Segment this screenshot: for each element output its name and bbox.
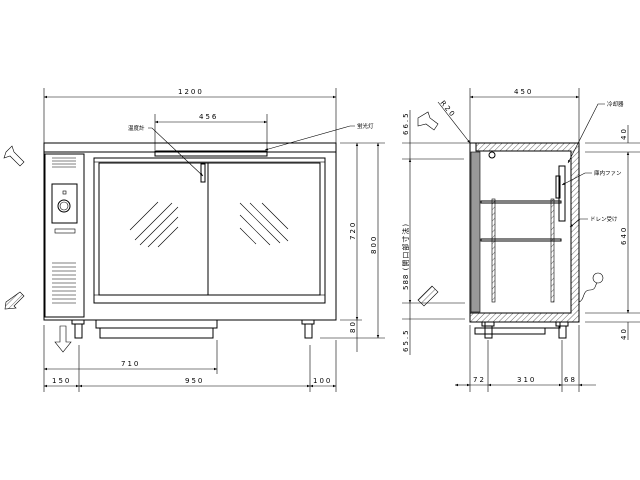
insulated-wall (469, 142, 580, 323)
adjustable-foot (71, 319, 85, 339)
dim-corner-radius: R20 (438, 99, 457, 119)
sliding-door-left (98, 162, 209, 296)
interior-fan (555, 175, 561, 199)
dim-left-offset: 150 (52, 377, 71, 385)
air-exhaust-arrow-icon (417, 285, 439, 307)
drain-arrow-icon (54, 325, 72, 353)
dim-lamp-width: 456 (199, 113, 218, 121)
front-view: 1200 456 温度計 蛍光灯 720 800 80 710 150 950 … (3, 88, 385, 392)
dim-bottom-offset: 65.5 (402, 328, 410, 352)
side-view: 450 R20 冷却器 庫内ファン ドレン受け 66.5 588 (開口部寸法)… (401, 88, 640, 392)
door-glass-section (470, 151, 481, 313)
control-panel (44, 153, 85, 318)
temperature-dial (57, 199, 71, 213)
fluorescent-lamp (154, 150, 268, 157)
shelf (480, 238, 562, 242)
dim-left-to-drain: 710 (121, 360, 140, 368)
evaporator (558, 165, 566, 222)
dim-opening-height: 588 (開口部寸法) (401, 223, 410, 290)
label-fluorescent-lamp: 蛍光灯 (357, 122, 374, 130)
dim-bottom-thickness: 40 (620, 327, 628, 340)
label-interior-fan: 庫内ファン (594, 169, 622, 177)
dim-leg-span: 950 (185, 377, 204, 385)
label-drain-pan: ドレン受け (590, 215, 618, 223)
label-evaporator: 冷却器 (607, 100, 624, 108)
shelf (480, 200, 562, 204)
adjustable-foot (481, 321, 495, 339)
adjustable-foot (555, 321, 569, 339)
air-intake-arrow-icon (3, 145, 25, 167)
air-intake-arrow-icon (417, 111, 439, 131)
lamp-icon (488, 151, 496, 159)
power-plug-icon (592, 272, 604, 284)
dim-overall-width: 1200 (178, 88, 204, 96)
dim-right-offset: 100 (313, 377, 332, 385)
air-exhaust-arrow-icon (4, 291, 25, 310)
dim-leg-depth-span: 310 (517, 376, 536, 384)
dim-leg-height: 80 (349, 320, 357, 333)
thermometer (200, 163, 206, 183)
dim-front-leg-offset: 72 (473, 376, 486, 384)
dim-total-height: 800 (370, 235, 378, 254)
dim-rear-leg-offset: 68 (564, 376, 577, 384)
sliding-door-right (207, 162, 321, 296)
label-thermometer: 温度計 (128, 124, 145, 132)
indicator-lamp-icon (62, 190, 67, 195)
dim-depth: 450 (514, 88, 533, 96)
adjustable-foot (301, 319, 315, 339)
shelf-rail (491, 198, 555, 303)
dim-body-height: 720 (349, 221, 357, 240)
dim-inner-height: 640 (620, 226, 628, 245)
dim-top-thickness: 40 (620, 127, 628, 140)
dim-top-offset: 66.5 (402, 111, 410, 135)
